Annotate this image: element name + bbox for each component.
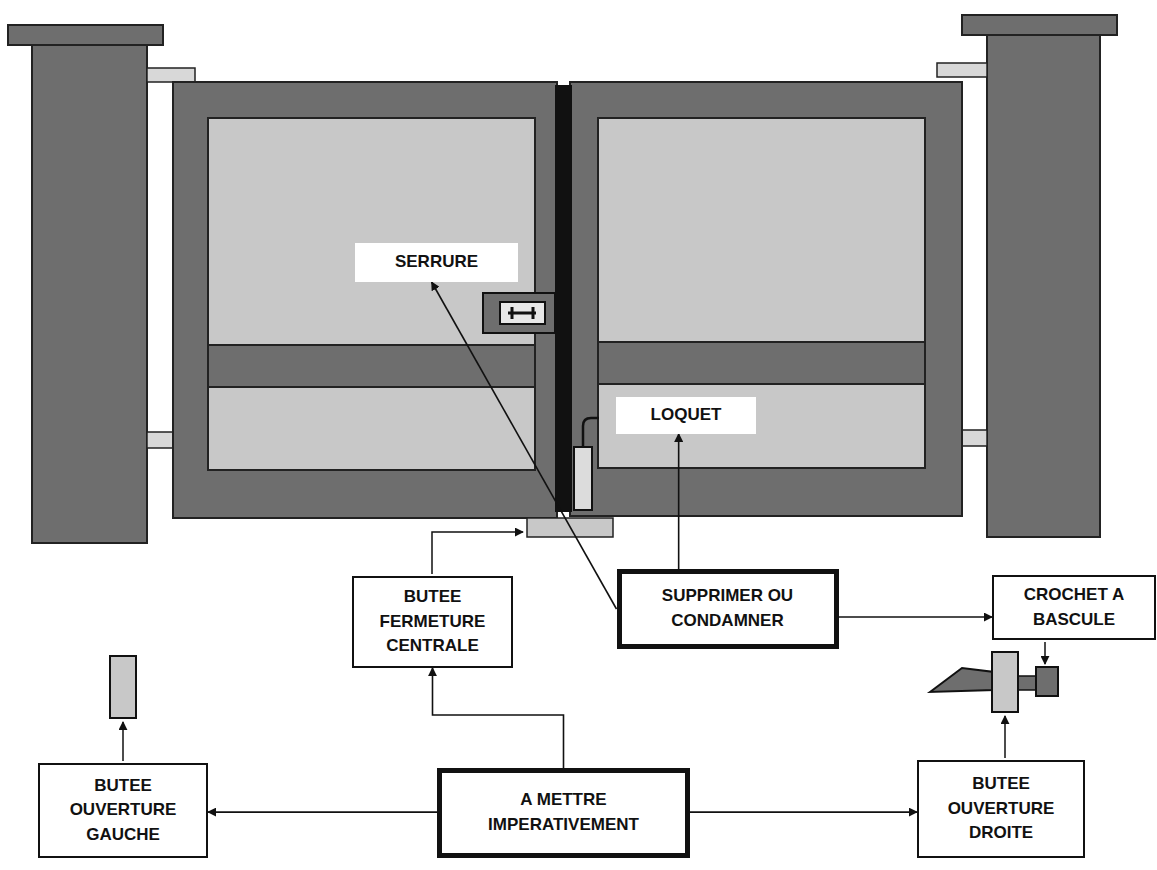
connector-arrow [433, 668, 564, 768]
hook-body [992, 652, 1018, 712]
node-text: SERRURE [395, 250, 478, 275]
node-text: SUPPRIMER OU CONDAMNER [628, 584, 828, 633]
node-text: A METTRE IMPERATIVEMENT [449, 788, 679, 837]
lock-handle [508, 307, 536, 319]
left-rail [208, 345, 535, 387]
node-text: LOQUET [651, 403, 722, 428]
remove-box: SUPPRIMER OU CONDAMNER [617, 569, 839, 649]
leader-lines [123, 532, 1045, 761]
hook-rod [1018, 676, 1036, 690]
node-text: CROCHET A BASCULE [1000, 583, 1148, 632]
left-pillar [32, 45, 147, 543]
hook-arm [930, 668, 994, 692]
node-text: BUTEE FERMETURE CENTRALE [363, 585, 503, 659]
right-rail [598, 342, 925, 384]
node-text: BUTEE OUVERTURE DROITE [941, 772, 1061, 846]
right-pillar-cap [962, 15, 1117, 35]
latch-bolt [574, 447, 592, 510]
center-post [555, 85, 572, 512]
connector-arrow [839, 616, 993, 618]
connector-arrow [690, 811, 917, 813]
hook-knob [1036, 667, 1058, 696]
stop-box: BUTEE FERMETURE CENTRALE [352, 576, 513, 668]
part-label: LOQUET [616, 397, 756, 434]
stop-box: BUTEE OUVERTURE DROITE [917, 760, 1085, 858]
part-label: SERRURE [355, 243, 518, 282]
right-leaf [570, 82, 962, 516]
hook-box: CROCHET A BASCULE [992, 575, 1156, 640]
connector-arrow [678, 434, 680, 569]
connector-arrow [432, 282, 617, 609]
lock-plate [500, 302, 545, 324]
stop-box: BUTEE OUVERTURE GAUCHE [38, 763, 208, 858]
left-opening-stop [110, 656, 136, 718]
node-text: BUTEE OUVERTURE GAUCHE [63, 774, 183, 848]
lock-body [483, 293, 555, 333]
left-leaf [173, 82, 557, 518]
mandatory-box: A METTRE IMPERATIVEMENT [437, 768, 690, 858]
right-pillar [987, 35, 1100, 537]
latch-rod [583, 418, 599, 447]
left-pillar-cap [8, 25, 163, 45]
right-panel [598, 118, 925, 468]
connector-arrow [208, 811, 437, 813]
